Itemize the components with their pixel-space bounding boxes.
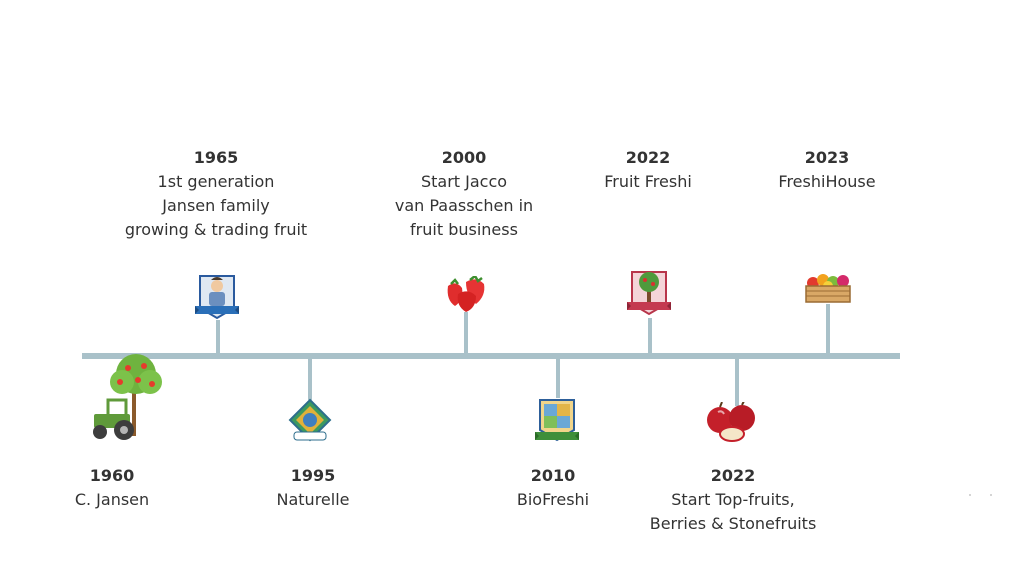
event-year: 2000 (441, 148, 487, 167)
fruit-crate-icon (805, 274, 851, 303)
connector-2000 (464, 312, 468, 356)
event-2010: 2010 BioFreshi (517, 464, 589, 512)
event-1960: 1960 C. Jansen (75, 464, 149, 512)
connector-2022-top-fruits (735, 356, 739, 406)
apples-icon (707, 402, 755, 442)
decorative-dot (990, 494, 992, 496)
event-2000: 2000 Start Jacco van Paasschen in fruit … (395, 146, 533, 242)
event-description-line: FreshiHouse (778, 172, 876, 191)
event-1965: 1965 1st generation Jansen family growin… (125, 146, 307, 242)
event-2023: 2023 FreshiHouse (778, 146, 875, 194)
event-description-line: growing & trading fruit (124, 220, 308, 239)
connector-1995 (308, 356, 312, 400)
connector-1965 (216, 320, 220, 356)
event-year: 1965 (193, 148, 239, 167)
connector-2023 (826, 304, 830, 356)
decorative-dot (969, 494, 971, 496)
farmer-badge-icon (195, 275, 239, 320)
event-description-line: 1st generation (157, 172, 275, 191)
event-year: 2023 (804, 148, 850, 167)
event-description-line: Naturelle (276, 490, 350, 509)
event-description-line: Berries & Stonefruits (649, 514, 817, 533)
connector-2022-fruit-freshi (648, 318, 652, 356)
fruit-freshi-logo-icon (627, 271, 671, 316)
event-2022-fruit-freshi: 2022 Fruit Freshi (604, 146, 692, 194)
event-description-line: C. Jansen (74, 490, 150, 509)
event-description-line: Jansen family (162, 196, 270, 215)
naturelle-logo-icon (288, 398, 332, 442)
event-description-line: fruit business (410, 220, 518, 239)
event-description-line: van Paasschen in (394, 196, 534, 215)
event-description-line: BioFreshi (516, 490, 590, 509)
event-year: 1960 (89, 466, 135, 485)
event-year: 2022 (710, 466, 756, 485)
connector-2010 (556, 356, 560, 398)
event-1995: 1995 Naturelle (277, 464, 350, 512)
event-description-line: Start Jacco (420, 172, 508, 191)
biofreshi-logo-icon (535, 399, 579, 442)
event-description-line: Fruit Freshi (604, 172, 692, 191)
event-year: 2022 (625, 148, 671, 167)
event-year: 1995 (290, 466, 336, 485)
timeline-axis (82, 353, 900, 359)
event-year: 2010 (530, 466, 576, 485)
event-2022-top-fruits: 2022 Start Top-fruits, Berries & Stonefr… (650, 464, 817, 536)
tractor-and-apple-tree-icon (93, 354, 162, 440)
event-description-line: Start Top-fruits, (671, 490, 795, 509)
strawberries-icon (447, 276, 485, 312)
